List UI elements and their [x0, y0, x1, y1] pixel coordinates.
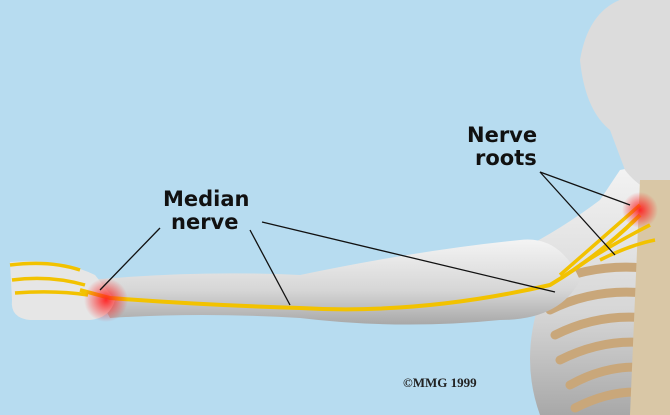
- label-line: roots: [475, 146, 537, 170]
- nerve-roots-label: Nerve roots: [467, 124, 537, 170]
- label-line: Median: [163, 187, 250, 211]
- spine: [630, 180, 670, 415]
- neck-inflammation: [622, 192, 658, 228]
- arm: [90, 239, 580, 325]
- digital-nerves: [9, 261, 89, 297]
- leader-lines: [99, 171, 631, 306]
- wrist-inflammation: [84, 278, 128, 322]
- label-line: Nerve: [467, 123, 538, 147]
- median-nerve-label: Median nerve: [163, 188, 250, 234]
- head: [580, 0, 670, 200]
- copyright: ©MMG 1999: [403, 375, 477, 390]
- label-line: nerve: [171, 210, 239, 234]
